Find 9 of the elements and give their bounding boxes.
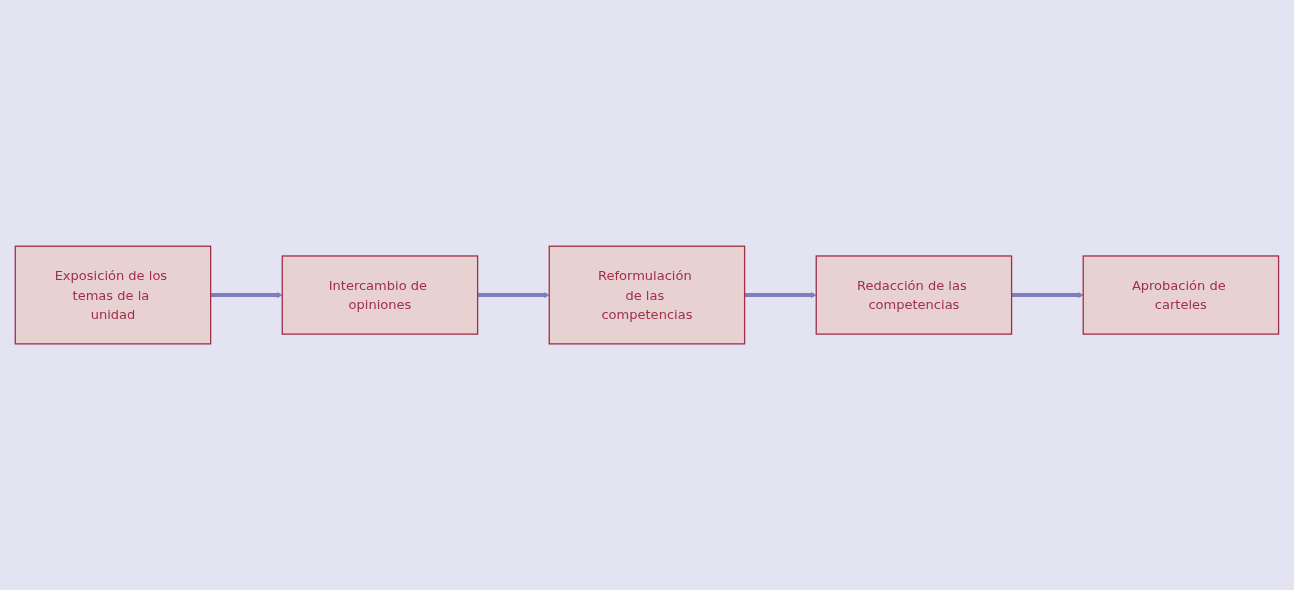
- node-box: Redacción de las competencias: [815, 255, 1013, 335]
- node-box: Aprobación de carteles: [1082, 255, 1280, 335]
- arrow: [477, 292, 550, 298]
- node-box: Exposición de los temas de la unidad: [14, 245, 212, 345]
- arrow: [210, 292, 283, 298]
- node-box: Intercambio de opiniones: [281, 255, 479, 335]
- arrow: [1011, 292, 1084, 298]
- arrow: [744, 292, 817, 298]
- node-box: Reformulación de las competencias: [548, 245, 746, 345]
